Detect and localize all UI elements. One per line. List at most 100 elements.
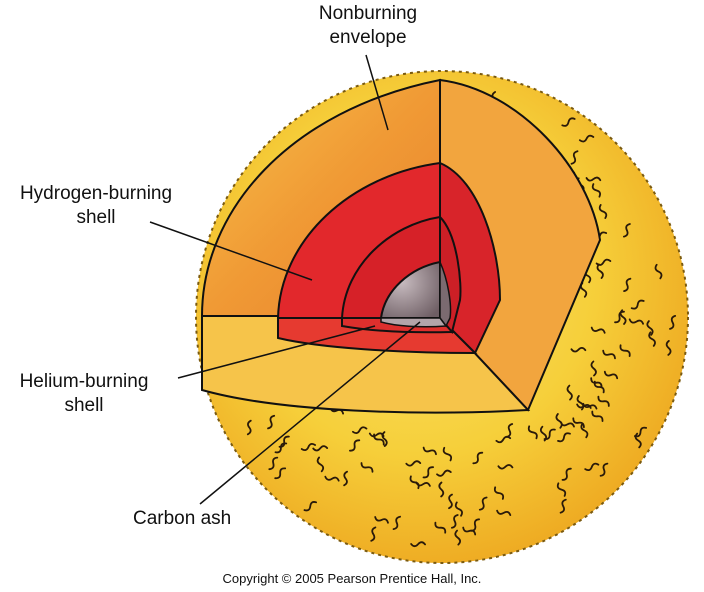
label-hydrogen-line1: Hydrogen-burning <box>19 183 173 204</box>
granulation-mark <box>274 442 288 454</box>
granulation-mark <box>603 370 619 380</box>
granulation-mark <box>410 541 426 548</box>
granulation-mark <box>572 417 585 429</box>
granulation-mark <box>472 451 484 465</box>
granulation-mark <box>590 377 603 389</box>
granulation-mark <box>454 529 461 546</box>
label-helium-line1: Helium-burning <box>19 371 149 392</box>
granulation-mark <box>578 134 595 143</box>
carbon-ash-core-bottom-face <box>380 317 448 328</box>
granulation-mark <box>561 467 572 481</box>
leader-nonburning <box>365 54 389 131</box>
granulation-mark <box>422 466 434 479</box>
granulation-mark <box>665 340 672 356</box>
granulation-mark <box>634 426 647 438</box>
granulation-mark <box>360 462 374 473</box>
granulation-mark <box>561 117 576 127</box>
granulation-mark <box>349 439 361 452</box>
granulation-mark <box>448 493 453 510</box>
granulation-mark <box>590 326 606 334</box>
granulation-mark <box>442 446 453 462</box>
granulation-mark <box>593 380 605 394</box>
granulation-mark <box>646 320 654 336</box>
granulation-mark <box>527 425 538 440</box>
granulation-mark <box>392 515 401 530</box>
granulation-mark <box>274 467 287 480</box>
label-helium-burning-shell: Helium-burning shell <box>0 370 168 418</box>
granulation-mark <box>352 426 368 435</box>
granulation-mark <box>630 299 645 310</box>
granulation-mark <box>623 223 631 238</box>
granulation-mark <box>584 462 600 472</box>
granulation-mark <box>505 423 514 438</box>
granulation-mark <box>648 331 656 347</box>
granulation-mark <box>570 150 579 165</box>
leader-hydrogen <box>149 221 313 281</box>
granulation-mark <box>343 470 348 487</box>
granulation-mark <box>585 176 602 182</box>
granulation-mark <box>374 516 389 524</box>
granulation-mark <box>422 446 437 456</box>
granulation-mark <box>409 475 420 490</box>
granulation-mark <box>566 384 573 401</box>
granulation-mark <box>451 514 459 529</box>
granulation-mark <box>303 501 317 512</box>
granulation-mark <box>599 462 609 477</box>
granulation-mark <box>628 318 644 325</box>
label-carbon-ash: Carbon ash <box>133 507 231 531</box>
surface-granulation <box>246 91 677 548</box>
granulation-mark <box>576 403 592 409</box>
granulation-mark <box>556 482 567 497</box>
leader-carbon <box>199 321 421 505</box>
granulation-mark <box>654 263 663 280</box>
granulation-mark <box>559 498 567 514</box>
granulation-mark <box>596 263 604 279</box>
granulation-mark <box>590 360 597 377</box>
granulation-mark <box>324 475 340 482</box>
granulation-mark <box>246 419 252 436</box>
granulation-mark <box>543 428 556 440</box>
label-hydrogen-burning-shell: Hydrogen-burning shell <box>0 182 192 230</box>
granulation-mark <box>580 422 589 439</box>
granulation-mark <box>373 433 385 446</box>
label-helium-line2: shell <box>64 395 104 416</box>
granulation-mark <box>598 204 608 219</box>
label-nonburning-line2: envelope <box>329 27 407 48</box>
label-carbon-text: Carbon ash <box>133 508 232 529</box>
granulation-mark <box>602 349 616 360</box>
granulation-mark <box>591 183 601 198</box>
granulation-mark <box>381 431 388 447</box>
label-hydrogen-line2: shell <box>76 207 116 228</box>
granulation-mark <box>370 526 377 542</box>
granulation-mark <box>619 344 631 357</box>
granulation-mark <box>493 486 505 500</box>
carbon-ash-core-right-face <box>439 261 452 328</box>
granulation-mark <box>597 395 610 407</box>
granulation-mark <box>595 258 612 266</box>
granulation-mark <box>316 456 325 473</box>
label-nonburning-envelope: Nonburning envelope <box>268 2 468 50</box>
granulation-mark <box>434 521 447 534</box>
label-nonburning-line1: Nonburning <box>318 3 418 24</box>
granulation-mark <box>462 526 477 536</box>
granulation-mark <box>478 496 488 511</box>
granulation-mark <box>559 421 575 428</box>
granulation-mark <box>497 464 514 470</box>
granulation-mark <box>496 509 512 516</box>
granulation-mark <box>470 518 480 532</box>
granulation-mark <box>436 469 452 477</box>
granulation-mark <box>614 310 625 324</box>
granulation-mark <box>312 445 329 452</box>
granulation-mark <box>591 410 604 422</box>
granulation-mark <box>267 414 276 430</box>
granulation-mark <box>405 460 422 467</box>
granulation-mark <box>300 442 316 452</box>
granulation-mark <box>555 413 563 429</box>
granulation-mark <box>669 315 677 330</box>
granulation-mark <box>570 346 587 353</box>
granulation-mark <box>438 481 445 498</box>
granulation-mark <box>268 456 279 471</box>
granulation-mark <box>623 277 632 292</box>
granulation-mark <box>454 501 463 517</box>
